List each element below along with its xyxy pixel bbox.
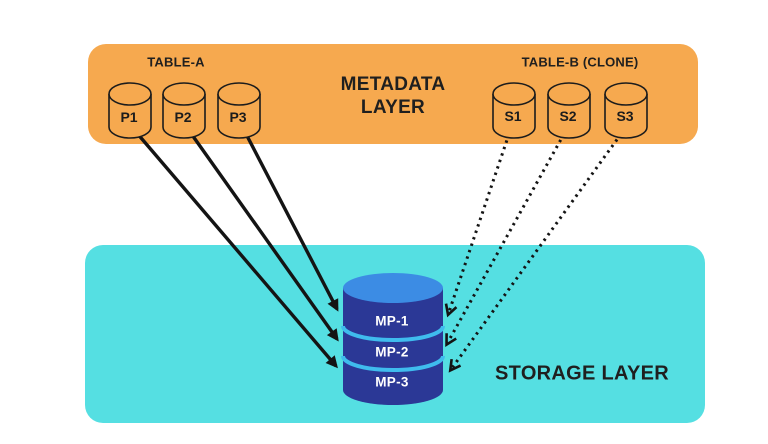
- table-b-label: TABLE-B (CLONE): [521, 54, 639, 70]
- arrow-p1-to-mp3: [134, 130, 338, 369]
- arrow-p3-to-mp1: [243, 131, 339, 312]
- storage-cylinder: [341, 273, 445, 405]
- storage-layer-title: STORAGE LAYER: [495, 362, 669, 385]
- partition-p2-label: P2: [174, 109, 192, 125]
- partition-s1-label: S1: [504, 108, 522, 124]
- arrow-p2-to-mp2: [188, 131, 339, 342]
- partition-p1-cylinder: [108, 82, 152, 139]
- partition-p3-cylinder: [217, 82, 261, 139]
- arrow-s3-to-mp3: [448, 133, 623, 373]
- partition-s2-label: S2: [559, 108, 577, 124]
- partition-p3-label: P3: [229, 109, 247, 125]
- partition-p1-label: P1: [120, 109, 138, 125]
- dotted-arrows: [444, 133, 623, 373]
- metadata-layer-title-line1: METADATA: [340, 74, 446, 95]
- table-a-cylinders: [108, 82, 261, 139]
- storage-cylinder-divider-2: [341, 355, 445, 372]
- partition-s3-cylinder: [604, 82, 648, 139]
- partition-s1-cylinder: [492, 82, 536, 139]
- micro-partition-mp1-label: MP-1: [375, 313, 409, 329]
- micro-partition-mp2-label: MP-2: [375, 344, 409, 360]
- table-b-cylinders: [492, 82, 648, 139]
- storage-cylinder-body: [343, 288, 443, 405]
- arrow-s1-to-mp1: [444, 133, 511, 318]
- storage-cylinder-divider-1: [341, 325, 445, 342]
- table-a-label: TABLE-A: [147, 54, 205, 70]
- partition-s2-cylinder: [547, 82, 591, 139]
- metadata-layer-title-line2: LAYER: [360, 97, 426, 118]
- solid-arrows: [134, 130, 339, 369]
- partition-p2-cylinder: [162, 82, 206, 139]
- partition-s3-label: S3: [616, 108, 634, 124]
- metadata-layer-title: METADATA LAYER: [341, 73, 446, 119]
- arrow-s2-to-mp2: [445, 133, 566, 347]
- micro-partition-mp3-label: MP-3: [375, 374, 409, 390]
- storage-cylinder-top: [343, 273, 443, 303]
